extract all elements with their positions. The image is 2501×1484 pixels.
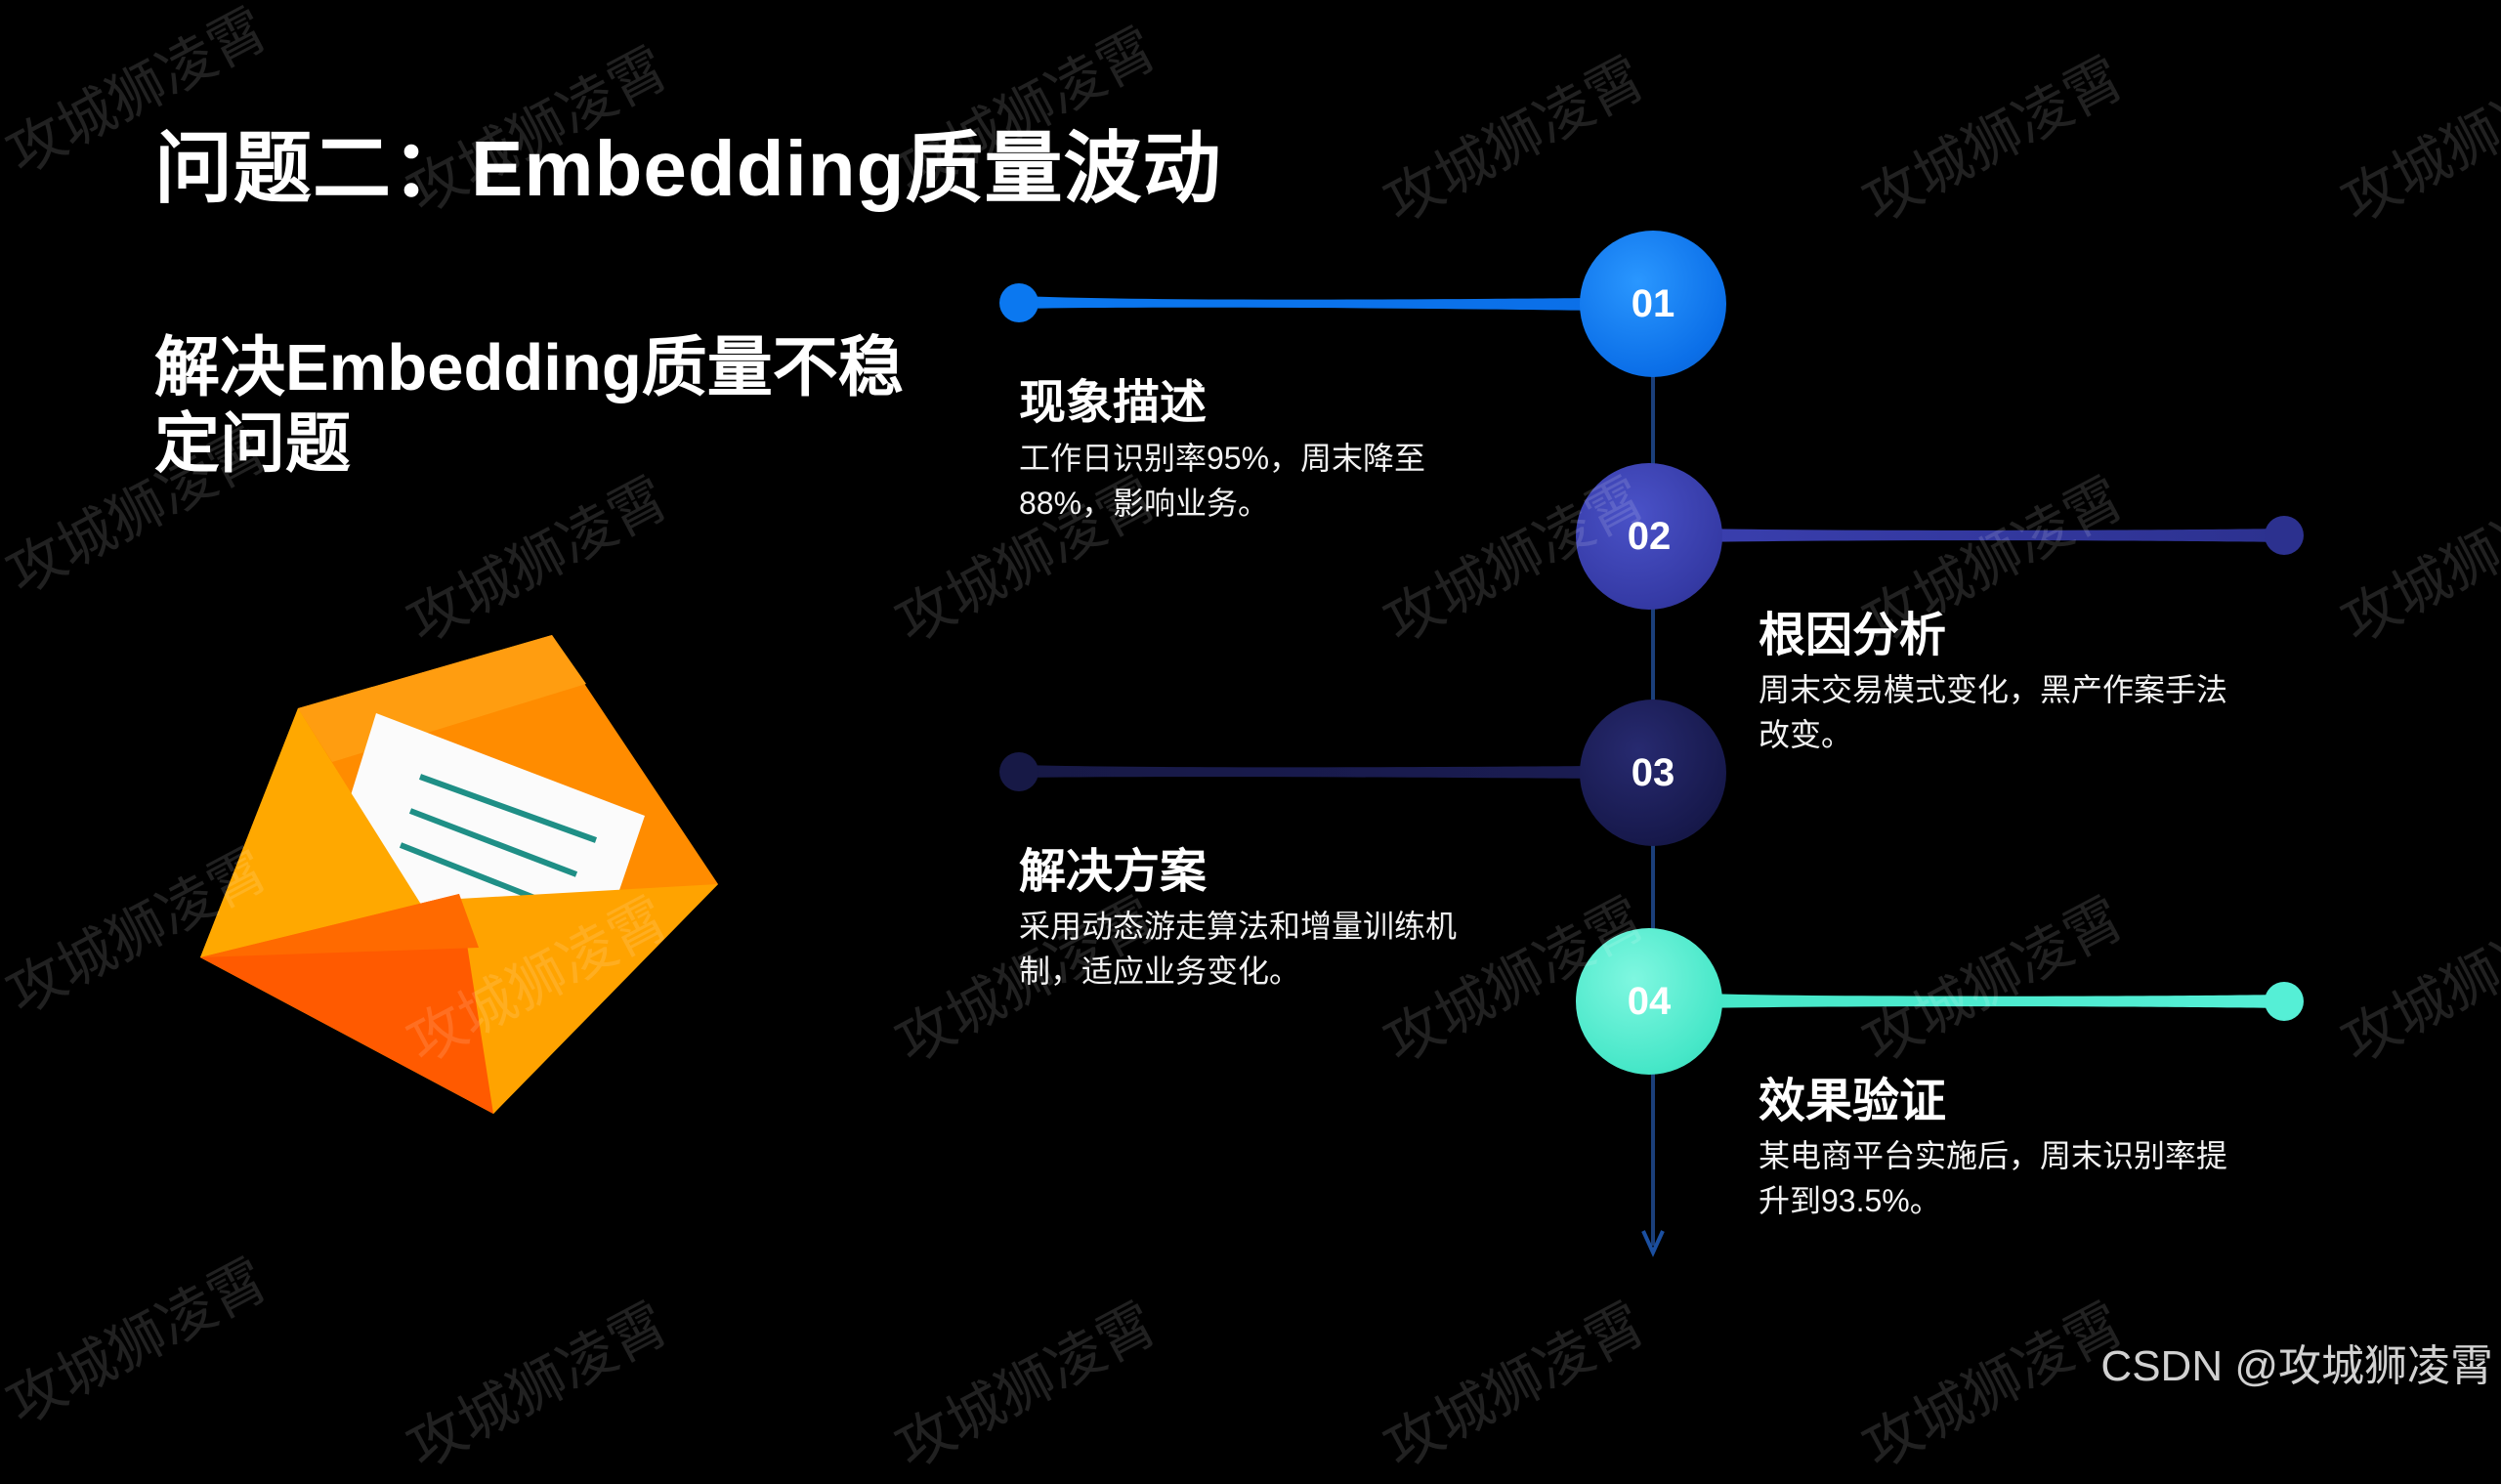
step-4-title: 效果验证 xyxy=(1759,1076,1947,1127)
page-title: 问题二：Embedding质量波动 xyxy=(154,125,1222,212)
step-3-badge: 03 xyxy=(1580,700,1726,846)
step-2-text: 周末交易模式变化，黑产作案手法改变。 xyxy=(1759,672,2228,752)
page-subtitle: 解决Embedding质量不稳定问题 xyxy=(154,331,904,481)
step-4-text: 某电商平台实施后，周末识别率提升到93.5%。 xyxy=(1759,1138,2228,1218)
step-1-text: 工作日识别率95%，周末降至88%，影响业务。 xyxy=(1019,441,1426,521)
csdn-credit: CSDN @攻城狮凌霄 xyxy=(2100,1342,2493,1390)
step-3-title: 解决方案 xyxy=(1019,846,1208,898)
step-2-title: 根因分析 xyxy=(1759,610,1947,661)
step-1-badge: 01 xyxy=(1580,231,1726,377)
envelope-letter-icon xyxy=(200,635,718,1114)
step-4-badge: 04 xyxy=(1576,928,1722,1075)
step-2-badge: 02 xyxy=(1576,463,1722,610)
step-1-title: 现象描述 xyxy=(1019,377,1208,429)
step-3-text: 采用动态游走算法和增量训练机制，适应业务变化。 xyxy=(1019,909,1458,989)
